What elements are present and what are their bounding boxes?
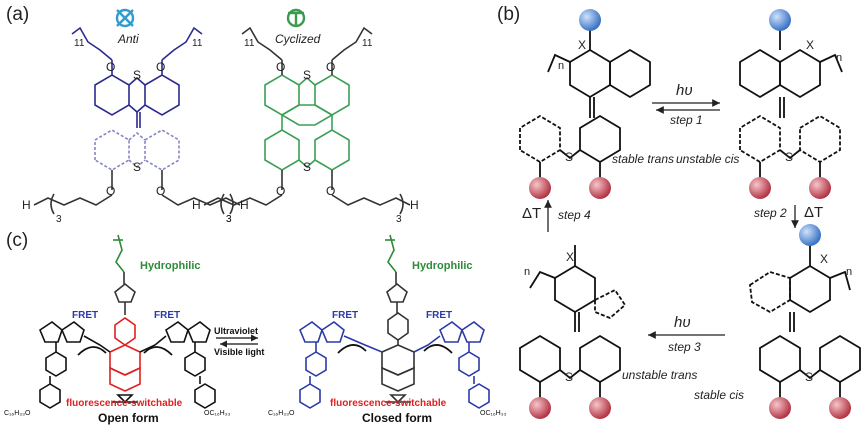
switchable-open: fluorescence-switchable [66, 398, 183, 409]
cyclized-icon [286, 8, 306, 28]
panel-c-structures [39, 234, 490, 409]
b-s-3: S [565, 370, 574, 384]
open-form-molecule [39, 234, 216, 409]
anti-h-right: H [240, 198, 249, 212]
anti-left-sub-11: 11 [74, 38, 85, 49]
panel-b-substituent-balls [529, 9, 851, 419]
b-n-4: n [846, 266, 853, 278]
b-x-2: X [806, 38, 815, 52]
cyclized-caption: Cyclized [275, 32, 321, 46]
closed-form-label: Closed form [362, 411, 433, 425]
stable-cis-molecule [749, 245, 861, 398]
panel-b-arrows [544, 99, 799, 339]
cyc-h-left: H [192, 198, 201, 212]
anti-s-bottom: S [133, 160, 142, 174]
chain-closed-right: OC₁₆H₃₃ [480, 410, 507, 417]
cyclized-molecule [203, 26, 411, 215]
panel-a-structures [33, 8, 411, 215]
panel-c-label: (c) [6, 230, 29, 251]
anti-sub-3-right: 3 [226, 214, 232, 225]
light-switch-arrows [216, 334, 258, 348]
anti-o-bottom-left: O [106, 184, 116, 198]
stable-cis-label: stable cis [694, 388, 745, 402]
anti-molecule [33, 26, 241, 215]
panel-a-label: (a) [6, 4, 30, 25]
anti-sub-3-left: 3 [56, 214, 62, 225]
anti-caption: Anti [118, 32, 139, 46]
cyc-sub-3-right: 3 [396, 214, 402, 225]
b-n-3: n [524, 266, 531, 278]
step1-label: step 1 [670, 113, 703, 127]
chain-open-right: OC₁₆H₃₃ [204, 410, 231, 417]
hv-step1: hυ [676, 82, 693, 99]
stable-trans-molecule [519, 30, 651, 180]
cyc-left-sub-11: 11 [244, 38, 255, 49]
cyc-s-top: S [303, 68, 312, 82]
anti-s-top: S [133, 68, 142, 82]
anti-icon [115, 8, 135, 28]
b-x-3: X [566, 250, 575, 264]
stable-trans-label: stable trans [612, 152, 675, 166]
b-n-2: n [836, 52, 843, 64]
cyc-h-right: H [410, 198, 419, 212]
unstable-trans-label: unstable trans [622, 368, 698, 382]
open-form-label: Open form [98, 411, 159, 425]
panel-b-structures [519, 30, 861, 398]
anti-o-bottom-right: O [156, 184, 166, 198]
cyc-o-bottom-right: O [326, 184, 336, 198]
delta-t-step4: ΔT [522, 205, 542, 222]
delta-t-step2: ΔT [804, 204, 824, 221]
hydrophilic-open: Hydrophilic [140, 260, 201, 272]
step3-label: step 3 [668, 340, 701, 354]
b-x-4: X [820, 252, 829, 266]
hv-step3: hυ [674, 314, 691, 331]
b-n-1: n [558, 60, 565, 72]
closed-form-molecule [299, 234, 490, 409]
cyc-o-right: O [326, 60, 336, 74]
fret-closed-right: FRET [426, 310, 453, 321]
unstable-cis-label: unstable cis [676, 152, 740, 166]
switchable-closed: fluorescence-switchable [330, 398, 447, 409]
ultraviolet-label: Ultraviolet [214, 326, 259, 336]
cyc-right-sub-11: 11 [362, 38, 373, 49]
cyc-s-bottom: S [303, 160, 312, 174]
b-s-1: S [565, 150, 574, 164]
cyc-sub-3-left: 3 [226, 214, 232, 225]
anti-o-right: O [156, 60, 166, 74]
anti-h-left: H [22, 198, 31, 212]
panel-b-label: (b) [497, 4, 521, 25]
anti-o-left: O [106, 60, 116, 74]
cyc-o-bottom-left: O [276, 184, 286, 198]
step4-label: step 4 [558, 208, 591, 222]
unstable-cis-molecule [739, 30, 843, 180]
b-x-1: X [578, 38, 587, 52]
anti-right-sub-11: 11 [192, 38, 203, 49]
chain-open-left: C₁₆H₃₃O [4, 410, 31, 417]
step2-label: step 2 [754, 206, 787, 220]
fret-closed-left: FRET [332, 310, 359, 321]
b-s-4: S [805, 370, 814, 384]
fret-open-left: FRET [72, 310, 99, 321]
hydrophilic-closed: Hydrophilic [412, 260, 473, 272]
unstable-trans-molecule [519, 245, 627, 398]
visible-light-label: Visible light [214, 347, 265, 357]
cyc-o-left: O [276, 60, 286, 74]
fret-open-right: FRET [154, 310, 181, 321]
b-s-2: S [785, 150, 794, 164]
chain-closed-left: C₁₆H₃₃O [268, 410, 295, 417]
